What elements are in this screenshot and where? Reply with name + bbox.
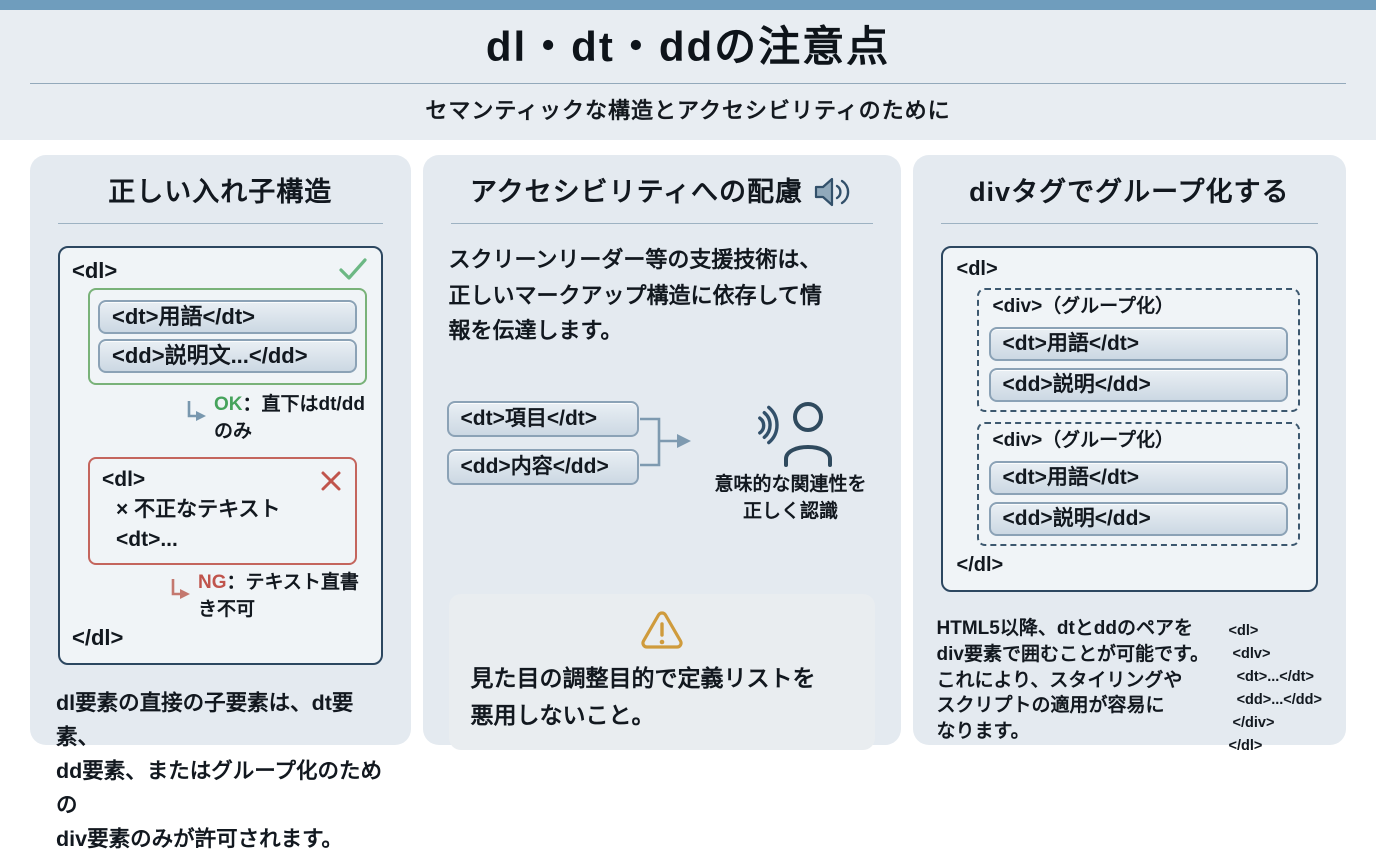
dl-open-tag: <dl> <box>956 258 998 280</box>
check-icon <box>338 258 367 280</box>
div-group-label: <div>（グループ化） <box>992 430 1175 451</box>
top-accent-bar <box>0 0 1376 10</box>
page-subtitle: セマンティックな構造とアクセシビリティのために <box>425 98 951 123</box>
grouping-code-snippet: <dl> <dlv> <dt>...</dt> <dd>...</dd> </d… <box>1228 623 1322 754</box>
dt-pill: <dt>用語</dt> <box>988 461 1288 495</box>
accessibility-paragraph: スクリーンリーダー等の支援技術は、 正しいマークアップ構造に依存して情 報を伝達… <box>448 247 822 344</box>
ng-label: NG <box>198 572 227 593</box>
card-nesting-title: 正しい入れ子構造 <box>108 177 333 207</box>
dd-pill: <dd>説明</dd> <box>988 502 1288 536</box>
div-group-1: <div>（グループ化） <dt>用語</dt> <dd>説明</dd> <box>976 288 1300 412</box>
card-divider <box>450 223 873 224</box>
warning-triangle-icon <box>640 611 683 649</box>
ok-text: ：直下はdt/ddのみ <box>214 394 365 442</box>
valid-group-box: <dt>用語</dt> <dd>説明文...</dd> <box>88 288 367 385</box>
person-listening-icon <box>757 401 832 467</box>
dl-close-tag: </dl> <box>72 625 124 650</box>
card-div-grouping: divタグでグループ化する <dl> <div>（グループ化） <dt>用語</… <box>912 155 1346 754</box>
dt-pill: <dt>項目</dt> <box>446 400 639 437</box>
header-divider <box>30 83 1346 84</box>
warning-box: 見た目の調整目的で定義リストを 悪用しないこと。 <box>448 593 875 750</box>
header: dl・dt・ddの注意点 セマンティックな構造とアクセシビリティのために <box>0 10 1376 140</box>
dt-pill: <dt>用語</dt> <box>988 327 1288 361</box>
elbow-arrow-icon <box>187 401 206 421</box>
recognition-caption: 意味的な関連性を 正しく認識 <box>714 473 867 523</box>
card-correct-nesting: 正しい入れ子構造 <dl> <dt>用語</dt> <dd>説明文...</dd… <box>30 155 411 851</box>
elbow-arrow-icon <box>171 579 190 599</box>
flow-arrow-icon <box>639 417 691 467</box>
cross-icon <box>321 471 341 491</box>
invalid-group-box: <dl> × 不正なテキスト <dt>... <box>88 457 357 565</box>
dl-close-tag: </dl> <box>956 554 1004 576</box>
grouping-footer-text: HTML5以降、dtとddのペアを div要素で囲むことが可能です。 これにより… <box>936 618 1210 743</box>
dd-pill: <dd>内容</dd> <box>446 448 639 485</box>
bad-code-line: <dl> <box>102 468 146 491</box>
ng-annotation: NG：テキスト直書き不可 <box>168 567 369 621</box>
dt-pill: <dt>用語</dt> <box>98 300 357 334</box>
screen-reader-diagram: <dt>項目</dt> <dd>内容</dd> 意味的な関連性を 正しく認識 <box>446 400 877 526</box>
cards-container: 正しい入れ子構造 <dl> <dt>用語</dt> <dd>説明文...</dd… <box>0 140 1376 851</box>
dd-pill: <dd>説明文...</dd> <box>98 339 357 373</box>
page-title: dl・dt・ddの注意点 <box>485 23 891 70</box>
ng-text: ：テキスト直書き不可 <box>198 572 359 620</box>
dl-open-tag: <dl> <box>72 258 118 283</box>
nesting-footer-text: dl要素の直接の子要素は、dt要素、 dd要素、またはグループ化のための div… <box>56 691 382 851</box>
dl-grouping-frame: <dl> <div>（グループ化） <dt>用語</dt> <dd>説明</dd… <box>940 246 1318 592</box>
card-grouping-title: divタグでグループ化する <box>969 177 1290 207</box>
div-group-2: <div>（グループ化） <dt>用語</dt> <dd>説明</dd> <box>976 422 1300 546</box>
warning-text: 見た目の調整目的で定義リストを 悪用しないこと。 <box>470 664 816 728</box>
bad-code-line: <dt>... <box>116 528 178 551</box>
card-divider <box>58 223 383 224</box>
ok-annotation: OK：直下はdt/ddのみ <box>184 389 369 443</box>
dd-pill: <dd>説明</dd> <box>988 368 1288 402</box>
div-group-label: <div>（グループ化） <box>992 296 1175 317</box>
bad-code-line: × 不正なテキスト <box>116 498 281 521</box>
ok-label: OK <box>214 394 243 415</box>
card-divider <box>940 223 1318 224</box>
speaker-icon <box>814 177 850 207</box>
dl-code-frame: <dl> <dt>用語</dt> <dd>説明文...</dd> OK：直下はd… <box>58 246 383 665</box>
card-accessibility-title: アクセシビリティへの配慮 <box>470 177 804 207</box>
card-accessibility: アクセシビリティへの配慮 スクリーンリーダー等の支援技術は、 正しいマークアップ… <box>422 155 901 750</box>
